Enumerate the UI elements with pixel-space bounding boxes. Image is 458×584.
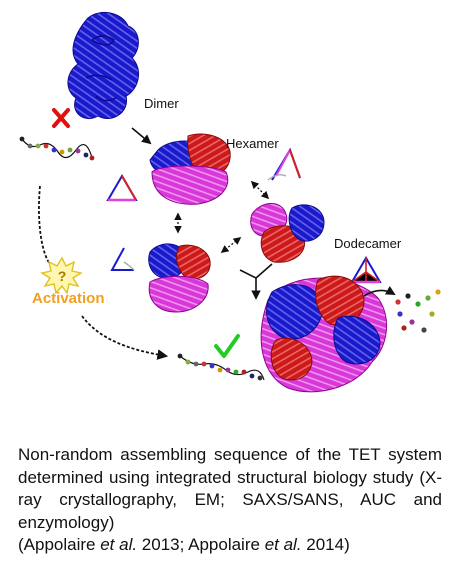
caption-et-al-1: et al. [100,535,138,554]
dodecamer-label: Dodecamer [334,236,402,251]
caption-ref-mid: 2013; Appolaire [137,535,265,554]
caption-ref-close: 2014) [301,535,350,554]
intermediate-exchange-arrow [220,237,242,253]
hexamer-structure [149,133,231,205]
dimer-structure [67,11,140,120]
products-arrow [363,286,396,297]
activation-path-arrow [38,185,53,267]
peptide-bound [177,353,265,381]
activation-label: Activation [32,290,105,307]
hexamer-exchange-arrow [250,180,270,200]
hexamer-intermediate-lower [148,243,211,313]
dodecamer-icon [350,256,382,284]
dodecamer-structure [260,275,388,393]
partial-triangle-icon [110,247,135,271]
released-products [395,289,441,333]
blocked-cross-icon [52,108,70,128]
caption-ref-open: (Appolaire [18,535,101,554]
allowed-check-icon [214,334,240,358]
hexamer-label: Hexamer [226,136,279,151]
question-mark-icon: ? [58,268,67,284]
caption-text: Non-random assembling sequence of the TE… [18,445,442,532]
hexamer-intermediate-right [250,203,325,263]
dimer-to-hexamer-arrow [131,127,152,145]
merge-arrow [239,263,273,298]
caption-et-al-2: et al. [264,535,302,554]
peptide-substrate [19,136,95,161]
dimer-label: Dimer [144,96,179,111]
triangle-icon [106,174,138,202]
activation-burst-icon: ? [40,256,83,295]
activation-to-substrate-arrow [81,315,169,360]
figure-caption: Non-random assembling sequence of the TE… [18,444,442,557]
assembly-diagram: ? [19,11,441,393]
hexamer-icon [267,147,301,181]
